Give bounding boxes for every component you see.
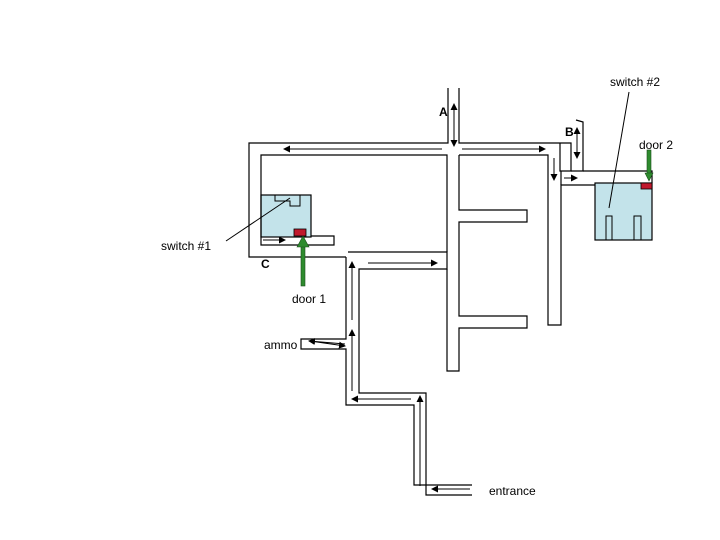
switch1-leader-line	[225, 197, 291, 242]
label-a: A	[439, 105, 448, 119]
door1-indicator-arrow	[296, 235, 310, 287]
label-door1: door 1	[292, 292, 326, 306]
label-c: C	[261, 257, 270, 271]
corridor-walls	[248, 88, 653, 496]
switch2-room	[594, 182, 653, 241]
label-switch1: switch #1	[161, 239, 211, 253]
switch2-panel-left	[605, 215, 613, 240]
label-b: B	[565, 125, 574, 139]
switch2-panel-right	[633, 215, 642, 240]
label-ammo: ammo	[264, 338, 298, 352]
door1-marker	[293, 228, 307, 237]
label-switch2: switch #2	[610, 75, 660, 89]
switch1-panel	[274, 195, 301, 207]
label-entrance: entrance	[489, 484, 536, 498]
switch2-leader-line	[608, 91, 630, 209]
door2-indicator-arrow	[644, 149, 654, 182]
door2-marker	[640, 182, 653, 190]
label-door2: door 2	[639, 138, 673, 152]
route-arrows	[263, 103, 581, 493]
